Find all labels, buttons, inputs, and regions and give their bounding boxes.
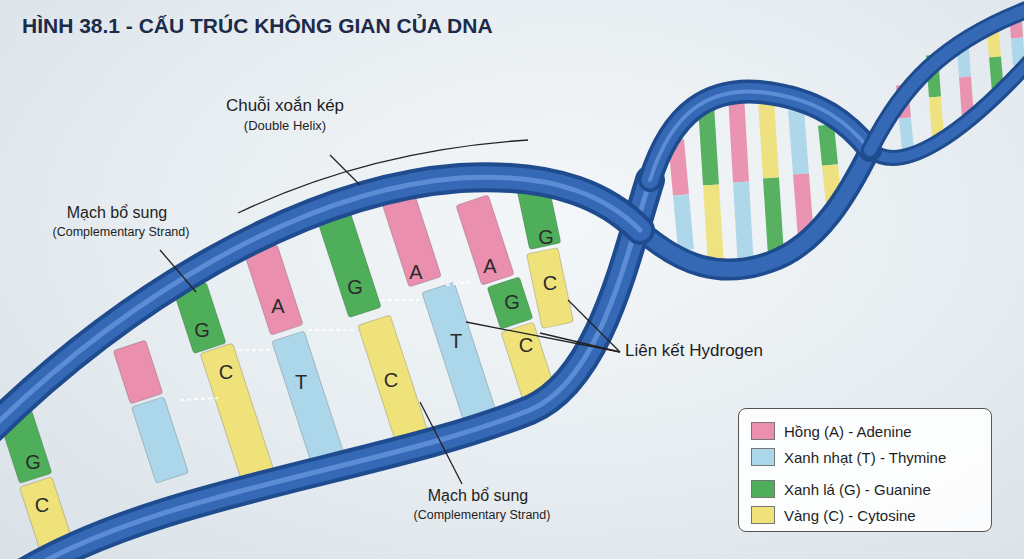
legend-swatch [751,506,775,524]
legend-box: Hồng (A) - AdenineXanh nhạt (T) - Thymin… [738,408,992,532]
base-letter: T [450,330,462,353]
legend-row: Xanh lá (G) - Guanine [751,479,931,499]
base-letter: G [504,291,520,314]
legend-swatch [751,480,775,498]
base-letter: A [271,295,284,318]
callout-label: Chuỗi xoắn kép [226,96,344,116]
legend-row: Vàng (C) - Cytosine [751,505,916,525]
base-letter: C [543,272,557,295]
base-letter: C [384,369,398,392]
callout-label: Mạch bổ sung [428,487,529,505]
legend-text: Hồng (A) - Adenine [784,423,912,440]
base-letter: A [409,261,422,284]
base-letter: G [194,319,210,342]
legend-text: Xanh nhạt (T) - Thymine [784,449,946,466]
callout-label: Liên kết Hydrogen [625,341,763,361]
base-letter: A [483,255,496,278]
base-letter: C [519,334,533,357]
base-letter: G [538,226,554,249]
base-letter: C [35,494,49,517]
callout-label: Mạch bổ sung [67,204,168,222]
legend-row: Xanh nhạt (T) - Thymine [751,447,946,467]
legend-text: Vàng (C) - Cytosine [784,507,916,524]
base-letter: C [219,361,233,384]
legend-row: Hồng (A) - Adenine [751,421,912,441]
callout-label: (Complementary Strand) [53,225,190,239]
callout-label: (Double Helix) [244,119,326,134]
figure-title: HÌNH 38.1 - CẤU TRÚC KHÔNG GIAN CỦA DNA [22,14,493,38]
legend-text: Xanh lá (G) - Guanine [784,481,931,498]
legend-swatch [751,448,775,466]
legend-swatch [751,422,775,440]
base-letter: T [295,371,307,394]
callout-label: (Complementary Strand) [414,508,551,522]
base-letter: G [347,276,363,299]
base-letter: G [25,451,41,474]
